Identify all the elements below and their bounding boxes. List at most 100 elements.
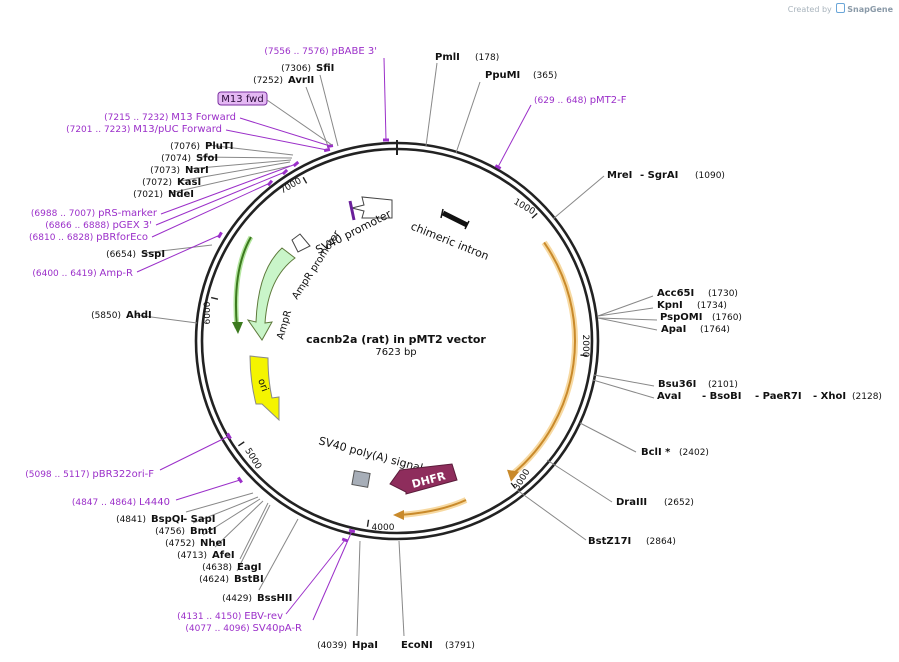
site-name: PpuMI [485, 70, 520, 81]
primer-binding-site[interactable]: (6866 .. 6888) pGEX 3' [45, 168, 289, 231]
scale-tick [366, 519, 370, 527]
site-position: (2101) [708, 380, 738, 390]
site-name-alt: - SgrAI [640, 170, 678, 181]
ampr-promoter-arrow[interactable] [291, 233, 311, 253]
primer-label: (5098 .. 5117) pBR322ori-F [25, 469, 154, 480]
site-name: PmlI [435, 52, 460, 63]
primer-binding-site[interactable]: (629 .. 648) pMT2-F [494, 95, 627, 170]
restriction-site[interactable]: DraIII(2652) [546, 459, 694, 508]
m13-fwd-badge[interactable]: M13 fwd [217, 91, 333, 146]
site-leader-line [319, 74, 339, 147]
restriction-site[interactable]: PmlI(178) [425, 52, 499, 147]
dhfr-orf-line [399, 499, 467, 516]
restriction-site[interactable]: NheI(4752) [165, 498, 261, 549]
restriction-site[interactable]: HpaI(4039) [317, 540, 378, 651]
restriction-site[interactable]: AvrII(7252) [253, 75, 330, 150]
restriction-site[interactable]: PluTI(7076) [170, 141, 294, 156]
sv40-polya-box[interactable] [351, 470, 371, 488]
primer-binding-site[interactable]: (5098 .. 5117) pBR322ori-F [25, 432, 232, 480]
restriction-site[interactable]: SspI(6654) [106, 244, 213, 260]
restriction-site[interactable]: BmtI(4756) [155, 496, 259, 537]
site-leader-line [425, 62, 438, 147]
primer-binding-site[interactable]: (6988 .. 7007) pRS-marker [31, 160, 300, 219]
primer-binding-site[interactable]: (4131 .. 4150) EBV-rev [177, 537, 349, 622]
restriction-site[interactable]: NarI(7073) [150, 159, 292, 176]
chimeric-intron-bar[interactable] [441, 210, 469, 228]
site-name: BclI * [641, 447, 671, 458]
primer-leader-line [175, 479, 241, 501]
site-leader-line [198, 156, 293, 159]
primer-leader-line [155, 171, 286, 226]
dhfr-arrow[interactable] [389, 463, 458, 495]
dhfr-orf-arrowhead [393, 510, 404, 520]
site-leader-line [597, 317, 658, 321]
site-name: AfeI [212, 550, 235, 561]
restriction-site[interactable]: Acc65I(1730) [597, 288, 738, 317]
restriction-site[interactable]: KpnI(1734) [597, 300, 727, 317]
site-leader-line [185, 492, 254, 513]
primer-binding-site[interactable]: (4847 .. 4864) L4440 [72, 476, 243, 508]
site-leader-line [179, 161, 291, 182]
primer-binding-site[interactable]: (6810 .. 6828) pBRforEco [29, 179, 274, 243]
primer-label: (4077 .. 4096) SV40pA-R [185, 623, 302, 634]
primer-binding-site[interactable]: (7201 .. 7223) M13/pUC Forward [66, 124, 331, 153]
ori-arrow[interactable] [249, 355, 280, 422]
sv40-promoter-arrow[interactable] [351, 196, 393, 219]
site-position: (2652) [664, 498, 694, 508]
site-leader-line [305, 86, 330, 150]
site-position: (4841) [116, 515, 146, 525]
site-leader-line [516, 489, 587, 541]
site-position: (1764) [700, 325, 730, 335]
map-title: cacnb2a (rat) in pMT2 vector [306, 333, 486, 346]
site-position: (4429) [222, 594, 252, 604]
restriction-site[interactable]: SfoI(7074) [161, 153, 293, 164]
site-position: (7021) [133, 190, 163, 200]
site-leader-line [552, 175, 605, 220]
primer-binding-site[interactable]: (4077 .. 4096) SV40pA-R [185, 528, 356, 634]
scale-tick-label: 1000 [512, 197, 537, 217]
site-position: (7306) [281, 64, 311, 74]
restriction-site[interactable]: PspOMI(1760) [597, 312, 742, 323]
ampr-cds-arrow[interactable] [246, 247, 296, 341]
restriction-site[interactable]: BstBI(4624) [199, 504, 271, 585]
credit-brand: SnapGene [847, 5, 893, 14]
scale-tick-label: 5000 [242, 447, 263, 472]
site-name: BmtI [190, 526, 217, 537]
site-position: (365) [533, 71, 557, 81]
site-leader-line [187, 159, 292, 170]
site-position: (7076) [170, 142, 200, 152]
restriction-site[interactable]: AhdI(5850) [91, 310, 198, 324]
primer-label: (4847 .. 4864) L4440 [72, 497, 170, 508]
restriction-site[interactable]: NdeI(7021) [133, 165, 291, 200]
restriction-site[interactable]: EagI(4638) [202, 502, 269, 573]
restriction-site[interactable]: KasI(7072) [142, 161, 291, 188]
restriction-site[interactable]: BspQI- SapI(4841) [116, 492, 254, 525]
restriction-site[interactable]: BstZ17I(2864) [516, 489, 676, 547]
restriction-site[interactable]: EcoNI(3791) [398, 540, 475, 651]
site-position: (4039) [317, 641, 347, 651]
site-name-alt: - XhoI [813, 391, 846, 402]
restriction-site[interactable]: BssHII (4429) [222, 518, 299, 604]
primer-leader-line [497, 104, 532, 168]
primer-binding-site[interactable]: (6400 .. 6419) Amp-R [32, 231, 223, 279]
site-name: SspI [141, 249, 165, 260]
restriction-site[interactable]: ApaI(1764) [597, 317, 730, 335]
site-name-alt: - PaeR7I [755, 391, 802, 402]
primer-label: (7215 .. 7232) M13 Forward [104, 112, 236, 123]
restriction-site[interactable]: PpuMI (365) [455, 70, 557, 154]
restriction-site[interactable]: BclI *(2402) [579, 422, 709, 458]
restriction-site[interactable]: AfeI(4713) [177, 500, 264, 561]
primer-binding-site[interactable]: (7556 .. 7576) pBABE 3' [264, 46, 389, 142]
restriction-site[interactable]: Bsu36I(2101) [593, 374, 738, 390]
ori-label: ori [255, 377, 270, 393]
site-name: BstZ17I [588, 536, 631, 547]
primer-leader-line [285, 539, 346, 615]
restriction-site[interactable]: MreI- SgrAI(1090) [552, 170, 725, 220]
restriction-site[interactable]: AvaI- BsoBI- PaeR7I- XhoI(2128) [592, 379, 882, 402]
scale-tick-label: 4000 [372, 523, 395, 533]
primer-arrow-marker [281, 168, 289, 176]
primer-leader-line [159, 435, 230, 471]
restriction-site[interactable]: SfiI(7306) [281, 63, 339, 147]
site-name: BssHII [257, 593, 292, 604]
site-position: (4624) [199, 575, 229, 585]
